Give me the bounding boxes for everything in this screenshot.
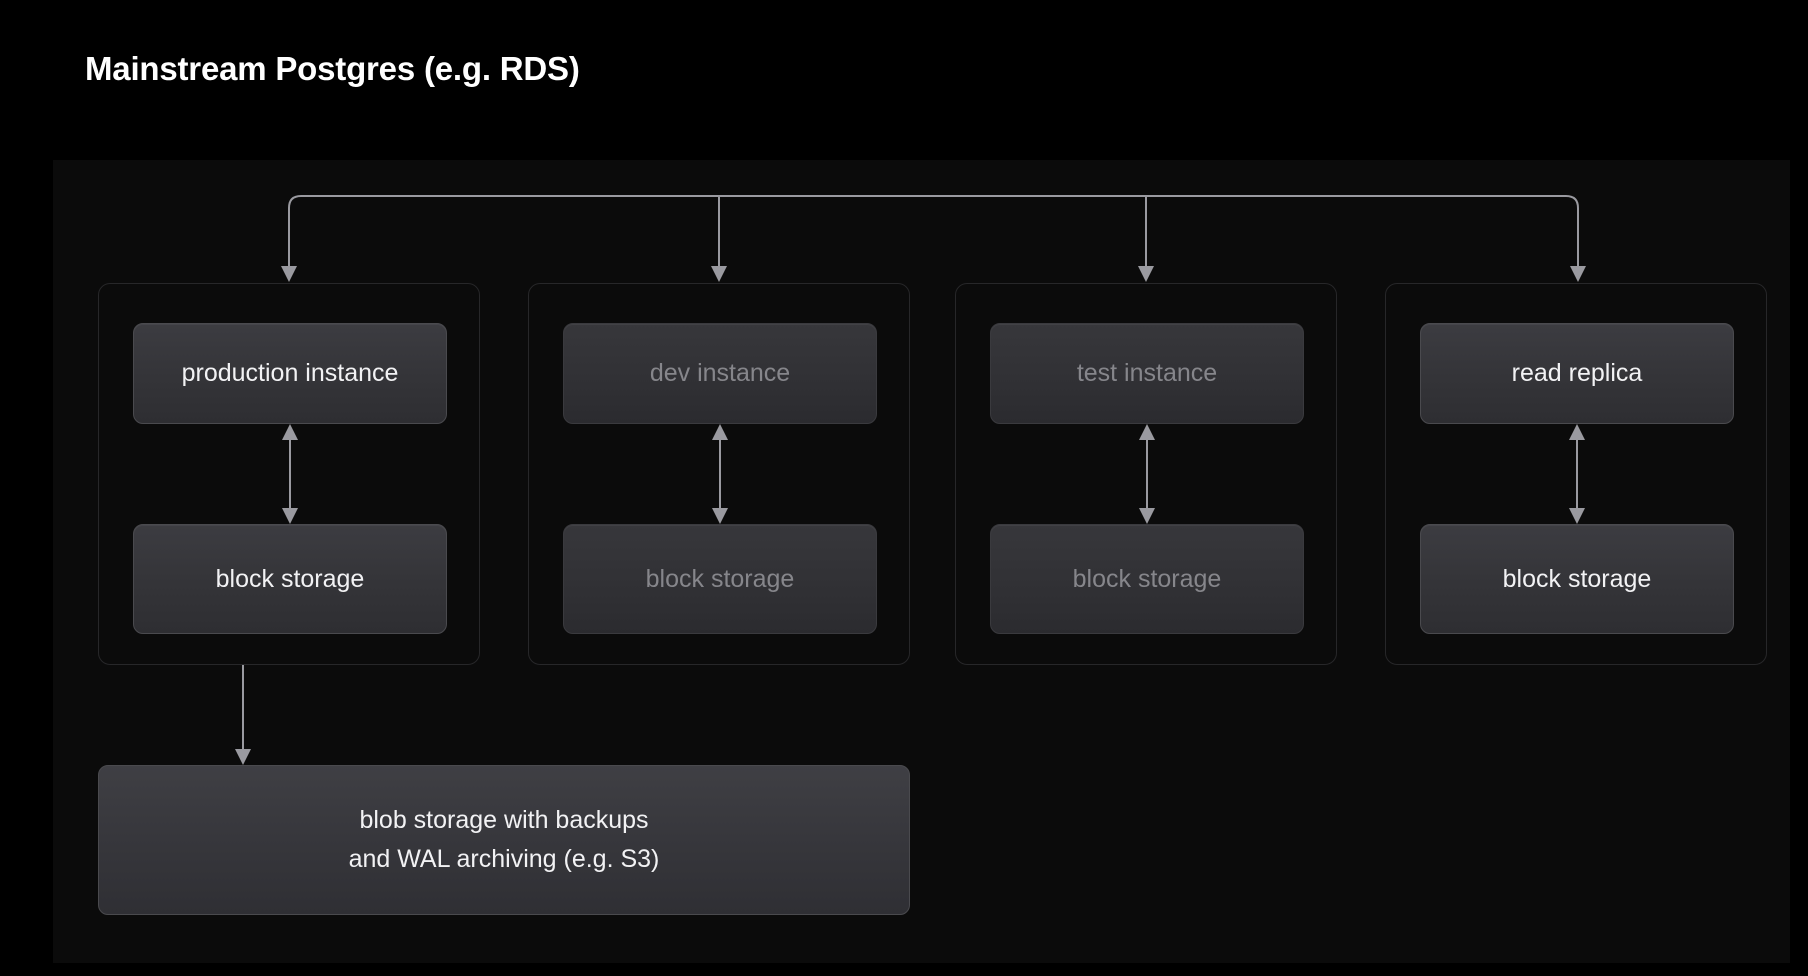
blob-storage-line-2: and WAL archiving (e.g. S3)	[348, 845, 660, 873]
node-dev-block-storage[interactable]: block storage	[563, 524, 877, 634]
node-production-block-storage[interactable]: block storage	[133, 524, 447, 634]
bidirectional-arrow-icon	[712, 424, 728, 524]
diagram-panel: production instance block storage dev in…	[53, 160, 1790, 963]
group-dev[interactable]: dev instance block storage	[528, 283, 910, 665]
node-test-block-storage[interactable]: block storage	[990, 524, 1304, 634]
node-test-instance[interactable]: test instance	[990, 323, 1304, 424]
fanout-connector	[281, 195, 1586, 282]
page-title: Mainstream Postgres (e.g. RDS)	[85, 50, 580, 87]
bidirectional-arrow-icon	[282, 424, 298, 524]
group-read-replica[interactable]: read replica block storage	[1385, 283, 1767, 665]
blob-storage-line-1: blob storage with backups	[359, 806, 649, 834]
node-production-instance[interactable]: production instance	[133, 323, 447, 424]
bidirectional-arrow-icon	[1139, 424, 1155, 524]
bidirectional-arrow-icon	[1569, 424, 1585, 524]
node-replica-block-storage[interactable]: block storage	[1420, 524, 1734, 634]
group-production[interactable]: production instance block storage	[98, 283, 480, 665]
node-blob-storage[interactable]: blob storage with backups and WAL archiv…	[98, 765, 910, 915]
backup-arrow-icon	[235, 665, 251, 765]
node-read-replica[interactable]: read replica	[1420, 323, 1734, 424]
group-test[interactable]: test instance block storage	[955, 283, 1337, 665]
node-dev-instance[interactable]: dev instance	[563, 323, 877, 424]
